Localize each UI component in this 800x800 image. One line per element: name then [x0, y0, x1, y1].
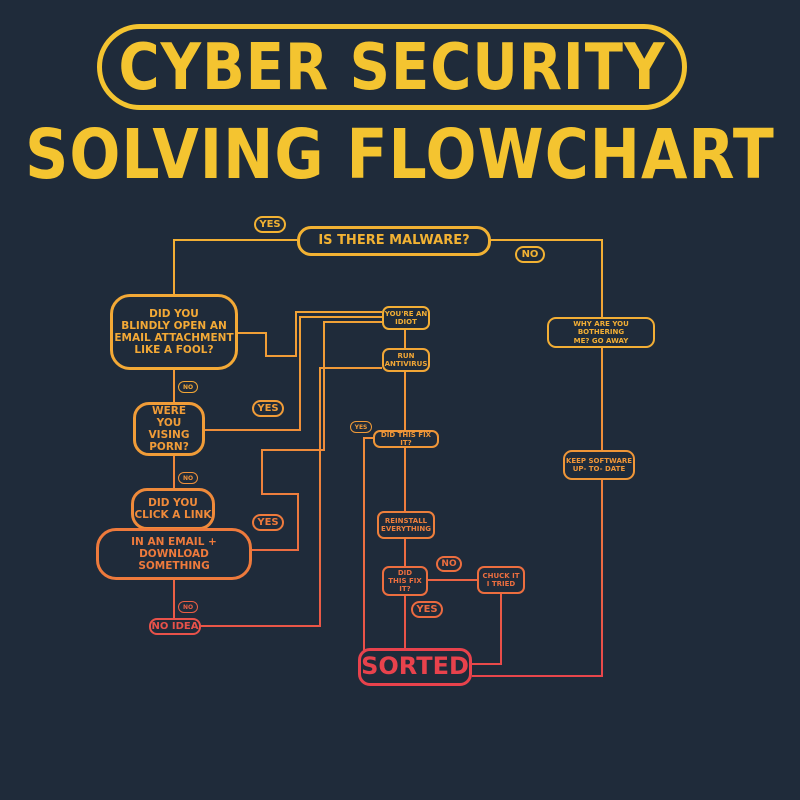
label-no-2: NO — [178, 472, 198, 484]
label-no-fix2: NO — [436, 556, 462, 572]
label-yes-link: YES — [252, 514, 284, 531]
label-no-top: NO — [515, 246, 545, 263]
page-title: CYBER SECURITY — [118, 29, 666, 105]
node-did-this-fix-it-2: DID THIS FIX IT? — [382, 566, 428, 596]
title-banner: CYBER SECURITY — [97, 24, 687, 110]
label-yes-porn: YES — [252, 400, 284, 417]
label-no-1: NO — [178, 381, 198, 393]
node-visiting-porn: WERE YOU VISING PORN? — [133, 402, 205, 456]
node-is-there-malware: IS THERE MALWARE? — [297, 226, 491, 256]
page-subtitle: SOLVING FLOWCHART — [25, 114, 775, 196]
node-email-download: IN AN EMAIL + DOWNLOAD SOMETHING — [96, 528, 252, 580]
node-run-antivirus: RUN ANTIVIRUS — [382, 348, 430, 372]
node-did-this-fix-it-1: DID THIS FIX IT? — [373, 430, 439, 448]
node-click-link: DID YOU CLICK A LINK — [131, 488, 215, 530]
label-yes-top: YES — [254, 216, 286, 233]
label-no-3: NO — [178, 601, 198, 613]
node-keep-software-updated: KEEP SOFTWARE UP- TO- DATE — [563, 450, 635, 480]
label-yes-fix2: YES — [411, 601, 443, 618]
node-youre-an-idiot: YOU'RE AN IDIOT — [382, 306, 430, 330]
node-sorted: SORTED — [358, 648, 472, 686]
node-no-idea: NO IDEA — [149, 618, 201, 635]
label-yes-fix1: YES — [350, 421, 372, 433]
node-email-attachment: DID YOU BLINDLY OPEN AN EMAIL ATTACHMENT… — [110, 294, 238, 370]
node-reinstall-everything: REINSTALL EVERYTHING — [377, 511, 435, 539]
node-chuck-it: CHUCK IT I TRIED — [477, 566, 525, 594]
node-why-bothering: WHY ARE YOU BOTHERING ME? GO AWAY — [547, 317, 655, 348]
